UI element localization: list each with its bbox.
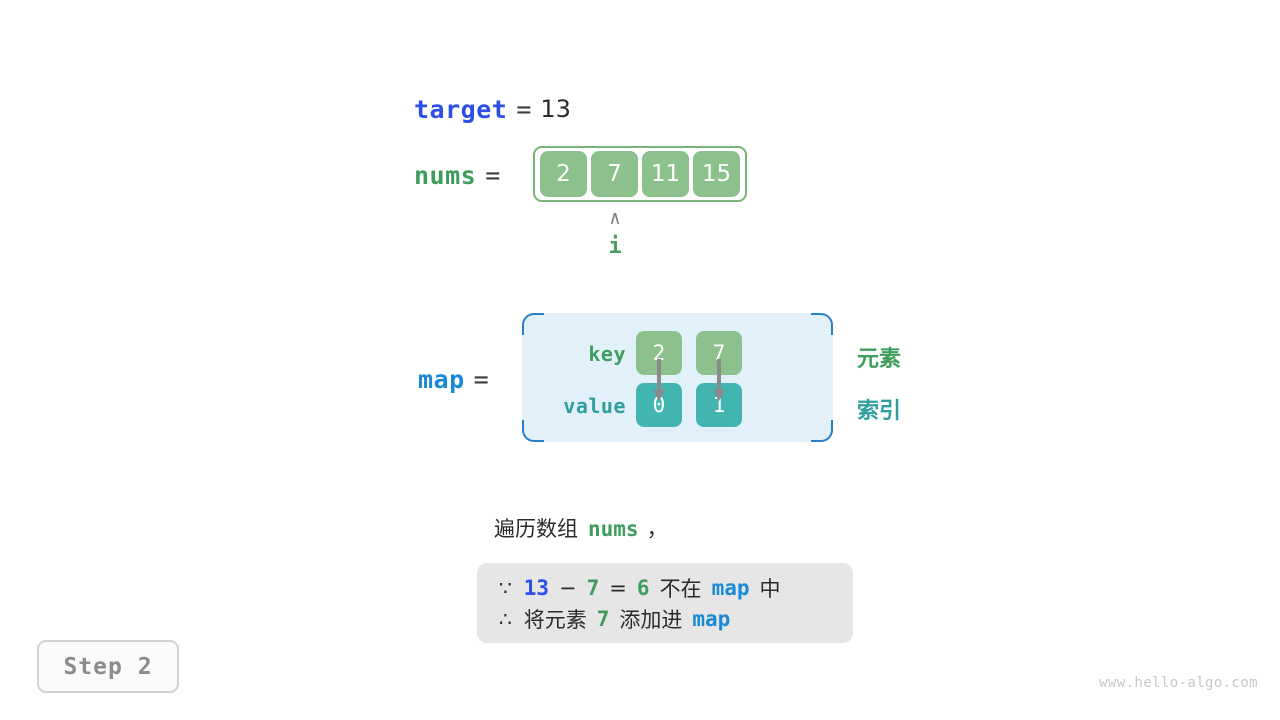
corner-bracket-top-left-icon xyxy=(522,313,544,335)
pointer-label-i: i xyxy=(608,234,622,259)
reason-map-name: map xyxy=(711,575,750,600)
caret-up-icon: ∧ xyxy=(609,207,621,229)
corner-bracket-top-right-icon xyxy=(811,313,833,335)
nums-equals-sign: = xyxy=(485,160,501,190)
step-badge: Step 2 xyxy=(37,640,179,693)
reason-line-2: ∴ 将元素 7 添加进 map xyxy=(499,603,831,634)
array-cell: 7 xyxy=(591,151,638,197)
map-equals-sign: = xyxy=(473,364,489,394)
caption-prefix: 遍历数组 xyxy=(494,517,578,541)
key-to-value-arrow-icon xyxy=(653,359,665,403)
reason-equals-sign: = xyxy=(609,575,627,600)
reason-text-mid-2: 添加进 xyxy=(619,607,683,632)
map-container: key value 2 7 0 1 xyxy=(522,313,833,442)
map-label: map xyxy=(418,364,465,394)
array-cell: 11 xyxy=(642,151,689,197)
loop-pointer: ∧ i xyxy=(592,208,638,260)
therefore-symbol-icon: ∴ xyxy=(499,606,512,631)
target-value: 13 xyxy=(540,95,571,123)
watermark: www.hello-algo.com xyxy=(1099,675,1258,691)
corner-bracket-bottom-left-icon xyxy=(522,420,544,442)
reason-element-value: 7 xyxy=(596,606,610,631)
map-key-row-label: key xyxy=(588,342,626,366)
reason-box: ∵ 13 − 7 = 6 不在 map 中 ∴ 将元素 7 添加进 map xyxy=(477,563,853,643)
map-note-index: 索引 xyxy=(857,399,902,424)
target-equals-sign: = xyxy=(516,94,532,124)
corner-bracket-bottom-right-icon xyxy=(811,420,833,442)
because-symbol-icon: ∵ xyxy=(499,575,512,600)
reason-target-value: 13 xyxy=(523,575,550,600)
reason-map-name-2: map xyxy=(692,606,731,631)
nums-label: nums xyxy=(414,160,477,190)
map-note-element: 元素 xyxy=(857,347,902,372)
target-label: target xyxy=(414,94,508,124)
array-cell: 15 xyxy=(693,151,740,197)
reason-text-end: 中 xyxy=(759,576,781,601)
reason-text-start: 将元素 xyxy=(523,607,587,632)
reason-minus-sign: − xyxy=(559,575,577,600)
target-row: target = 13 xyxy=(414,92,571,126)
reason-current-value: 7 xyxy=(586,575,600,600)
key-to-value-arrow-icon xyxy=(713,359,725,403)
reason-line-1: ∵ 13 − 7 = 6 不在 map 中 xyxy=(499,572,831,603)
nums-array-container: 2 7 11 15 xyxy=(533,146,747,202)
caption-suffix: ， xyxy=(646,517,668,541)
reason-text-mid: 不在 xyxy=(659,576,702,601)
caption-line: 遍历数组 nums ， xyxy=(494,513,668,543)
array-cell: 2 xyxy=(540,151,587,197)
nums-row: nums = xyxy=(414,158,509,192)
step-label: Step 2 xyxy=(63,653,153,680)
map-row: map = xyxy=(418,362,498,396)
caption-array-name: nums xyxy=(588,517,639,541)
reason-result-value: 6 xyxy=(636,575,650,600)
map-value-row-label: value xyxy=(563,394,626,418)
